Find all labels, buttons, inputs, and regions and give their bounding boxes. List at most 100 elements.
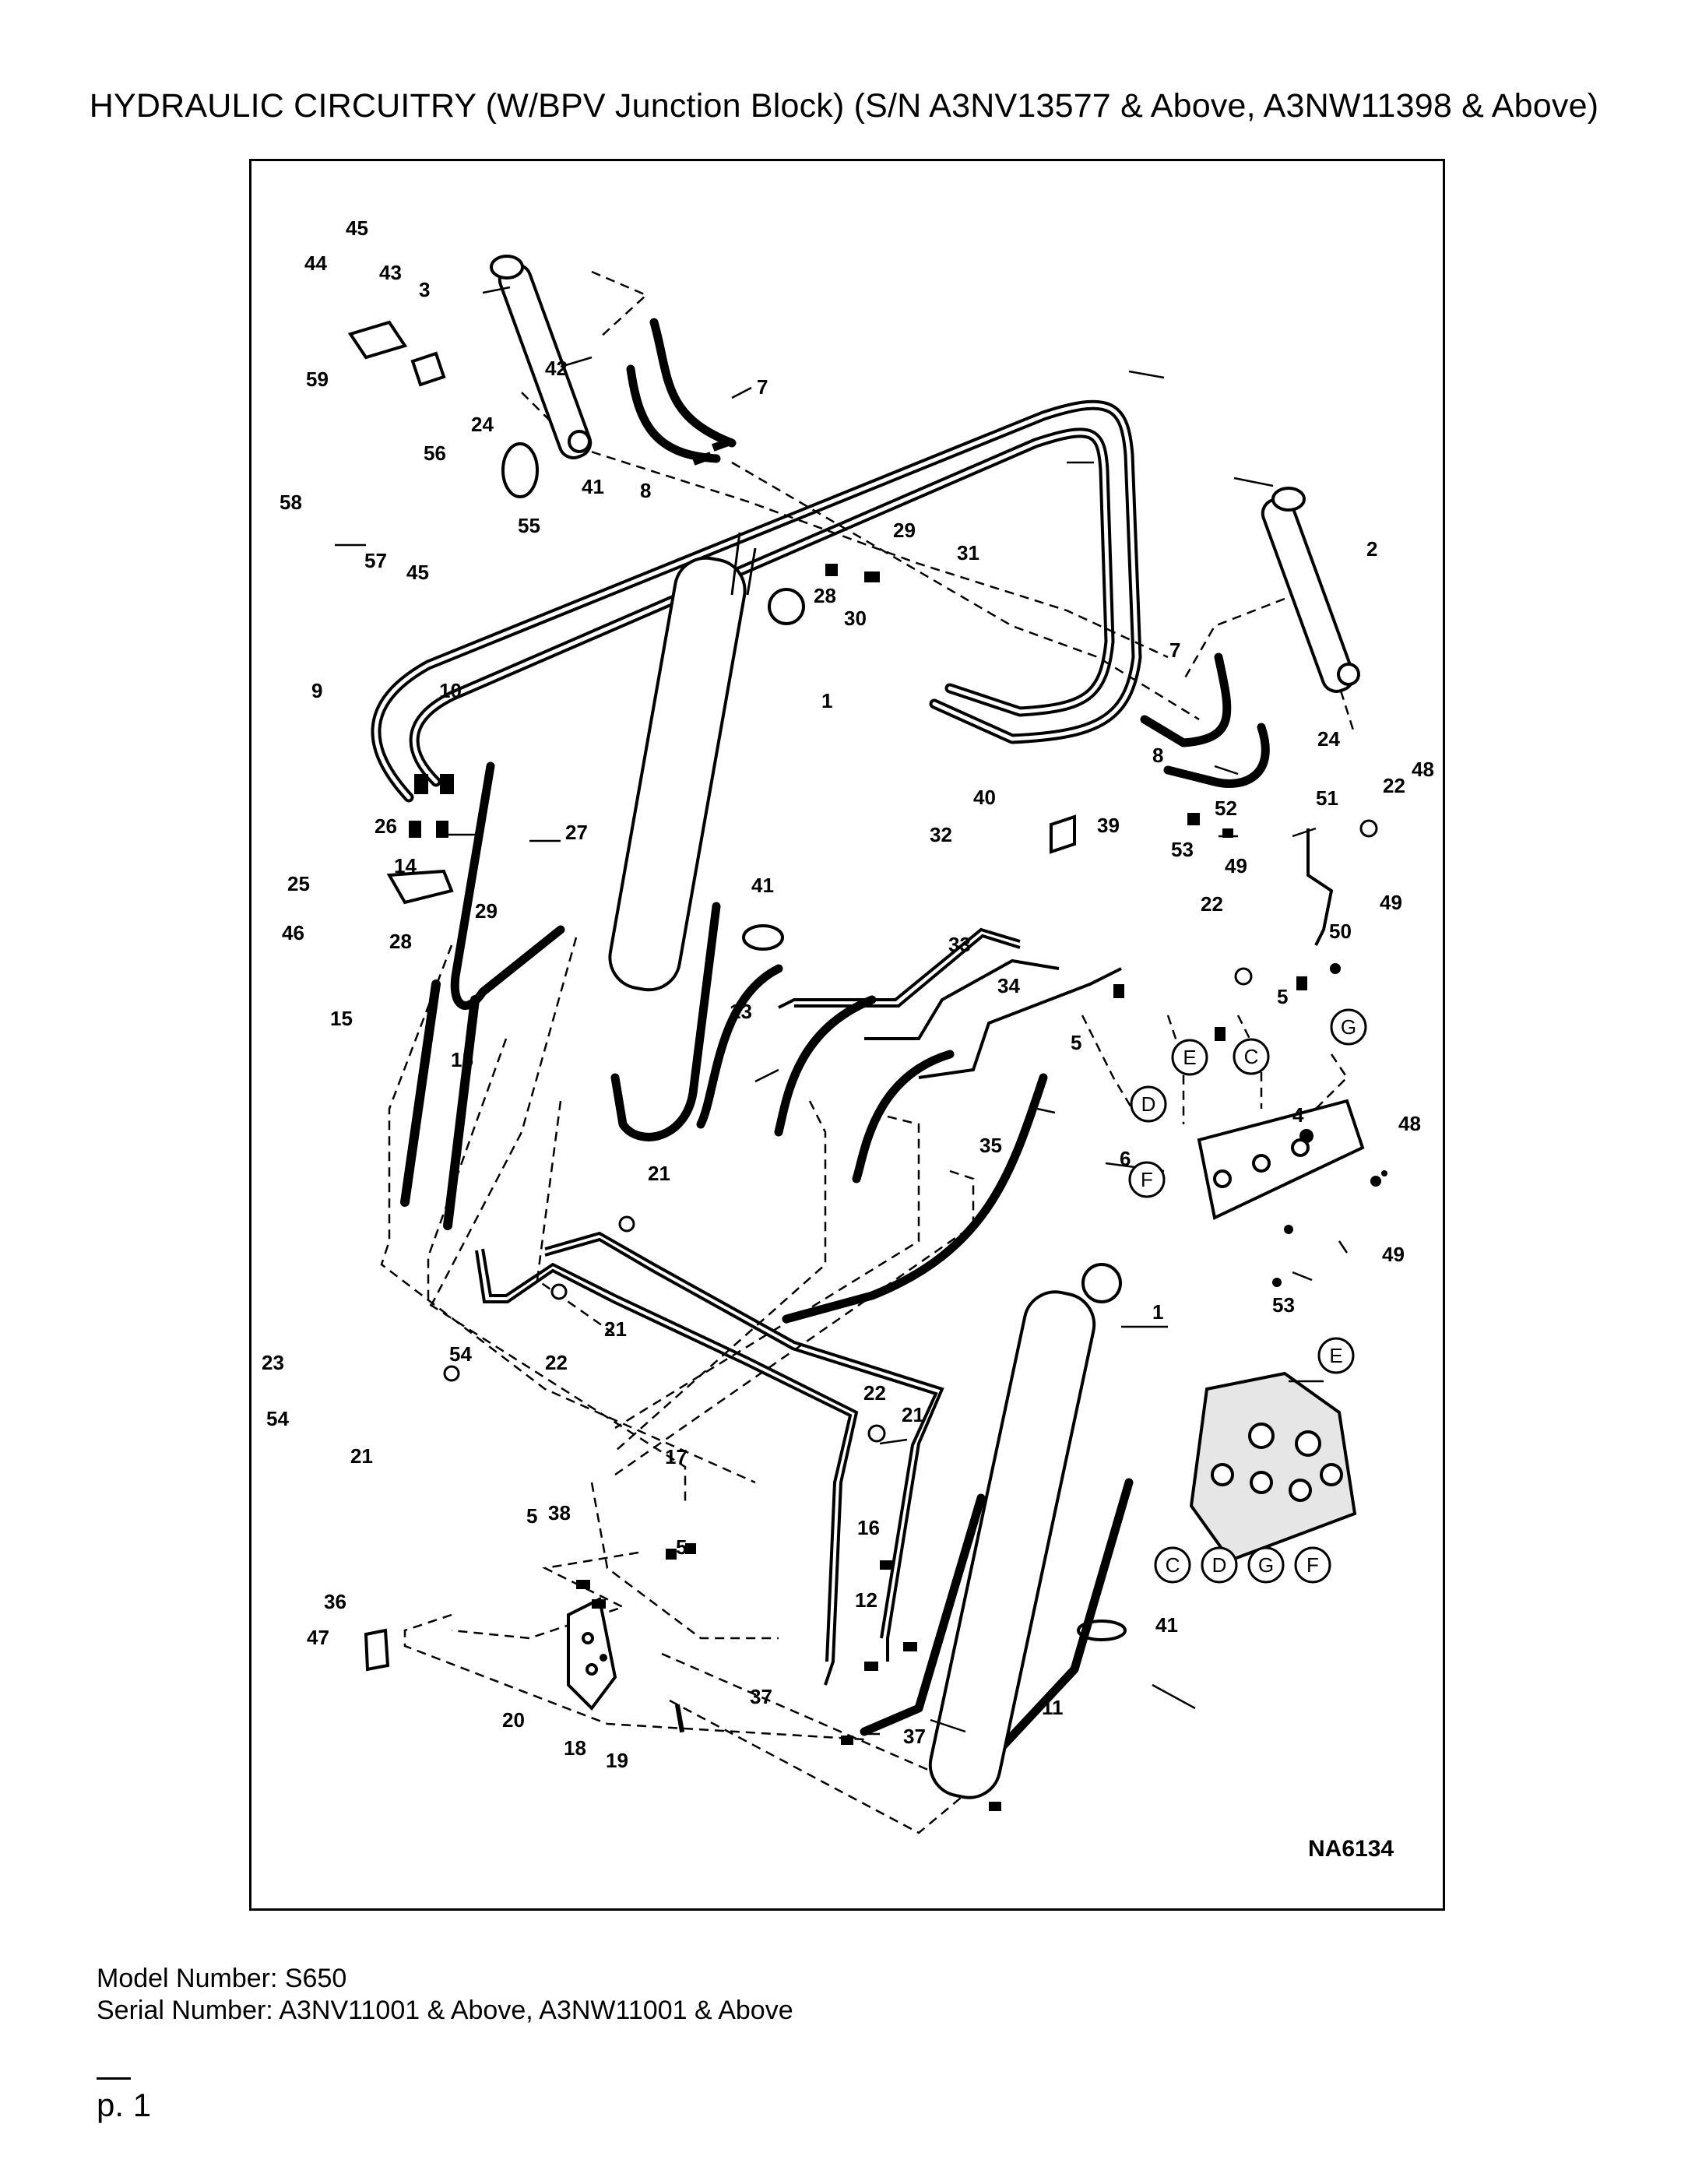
tube-32 <box>778 927 1021 1009</box>
callout-13: 13 <box>730 1000 752 1023</box>
bracket-25 <box>386 869 454 905</box>
callout-50: 50 <box>1329 920 1352 943</box>
lift-cylinder-upper <box>608 532 805 992</box>
callout-8: 8 <box>1152 744 1163 767</box>
callout-57: 57 <box>364 549 387 572</box>
callout-11: 11 <box>1042 1696 1064 1719</box>
callout-22: 22 <box>863 1381 886 1405</box>
port-marker-F: F <box>1306 1553 1319 1577</box>
callout-39: 39 <box>1097 814 1120 837</box>
callout-26: 26 <box>375 814 397 838</box>
callout-10: 10 <box>439 679 462 702</box>
callout-40: 40 <box>973 786 996 809</box>
callout-9: 9 <box>311 679 322 702</box>
hose-7-right <box>1140 652 1232 747</box>
callout-49: 49 <box>1382 1243 1405 1266</box>
bracket-42 <box>410 351 446 387</box>
callout-12: 12 <box>855 1588 877 1612</box>
callout-38: 38 <box>548 1501 571 1525</box>
tube-17-inner <box>475 1250 853 1662</box>
hose-lines <box>371 318 1270 1791</box>
port-marker-E: E <box>1329 1344 1342 1367</box>
callout-29: 29 <box>475 899 498 923</box>
callout-48: 48 <box>1412 758 1434 781</box>
callout-37: 37 <box>750 1685 772 1708</box>
drawing-id: NA6134 <box>1308 1836 1394 1862</box>
callout-36: 36 <box>324 1590 346 1613</box>
callout-22: 22 <box>1201 892 1223 916</box>
callout-25: 25 <box>287 872 310 895</box>
callout-51: 51 <box>1316 786 1338 810</box>
callout-41: 41 <box>1155 1613 1178 1637</box>
tube-16-inner <box>544 1237 938 1639</box>
callout-7: 7 <box>1169 638 1180 662</box>
tube-34 <box>918 967 1122 1079</box>
callout-53: 53 <box>1171 838 1194 861</box>
callout-1: 1 <box>821 689 832 712</box>
callout-1: 1 <box>1152 1300 1163 1324</box>
callout-19: 19 <box>606 1749 628 1772</box>
callout-20: 20 <box>502 1708 525 1732</box>
valve-detail <box>1189 1371 1357 1563</box>
callout-45: 45 <box>346 216 368 240</box>
tie-41-c <box>1077 1620 1127 1641</box>
callout-32: 32 <box>930 823 952 846</box>
tilt-cylinder-right <box>1261 487 1360 693</box>
callout-30: 30 <box>844 607 867 630</box>
tube-16 <box>544 1231 944 1662</box>
callout-21: 21 <box>604 1317 627 1341</box>
plate-43 <box>347 320 408 360</box>
callout-2: 2 <box>1366 537 1377 561</box>
callout-17: 17 <box>665 1445 688 1468</box>
callout-46: 46 <box>282 921 304 944</box>
callout-54: 54 <box>266 1407 289 1430</box>
hose-12 <box>860 1493 986 1736</box>
hose-34 <box>774 995 877 1137</box>
callout-29: 29 <box>893 519 916 542</box>
callout-34: 34 <box>997 974 1020 997</box>
callout-8: 8 <box>640 479 651 502</box>
tube-17 <box>481 1248 859 1686</box>
callout-35: 35 <box>979 1134 1002 1157</box>
callout-4: 4 <box>1292 1103 1304 1127</box>
callout-53: 53 <box>1272 1293 1295 1317</box>
hose-long <box>782 1073 1048 1324</box>
callout-41: 41 <box>582 475 604 498</box>
components <box>347 255 1365 1799</box>
port-marker-C: C <box>1244 1045 1259 1068</box>
port-marker-circles <box>1128 1008 1367 1584</box>
callout-15: 15 <box>330 1007 353 1030</box>
clamp-47 <box>364 1628 390 1672</box>
page-title: HYDRAULIC CIRCUITRY (W/BPV Junction Bloc… <box>89 87 1599 125</box>
junction-block <box>567 1597 617 1711</box>
callout-28: 28 <box>389 930 412 953</box>
callout-49: 49 <box>1380 891 1402 914</box>
callout-22: 22 <box>545 1351 568 1374</box>
callout-5: 5 <box>676 1535 687 1559</box>
callout-45: 45 <box>406 561 429 584</box>
callout-6: 6 <box>1120 1147 1131 1170</box>
tube-52-50 <box>1306 828 1334 946</box>
control-valve <box>1197 1099 1365 1220</box>
tube-33 <box>864 958 1060 1040</box>
callout-7: 7 <box>757 375 768 399</box>
hose-10 <box>409 427 1115 787</box>
callout-33: 33 <box>948 933 971 956</box>
port-marker-E: E <box>1183 1046 1196 1069</box>
page-rule <box>97 2077 131 2080</box>
callout-5: 5 <box>1277 985 1288 1008</box>
callout-23: 23 <box>262 1351 284 1374</box>
callout-31: 31 <box>957 541 979 564</box>
callout-52: 52 <box>1215 797 1237 820</box>
leader-lines <box>335 286 1349 1736</box>
port-marker-F: F <box>1141 1168 1153 1191</box>
serial-number: Serial Number: A3NV11001 & Above, A3NW11… <box>97 1996 793 2025</box>
callout-54: 54 <box>449 1342 472 1366</box>
hose-15-left <box>400 979 441 1207</box>
model-number: Model Number: S650 <box>97 1964 347 1993</box>
hose-33 <box>696 964 783 1129</box>
hydraulic-circuit-diagram: 1123455556778891011121314151516171819202… <box>262 216 1434 1834</box>
callout-24: 24 <box>471 413 494 436</box>
diagram-frame <box>249 159 1445 1911</box>
callout-48: 48 <box>1398 1112 1421 1135</box>
